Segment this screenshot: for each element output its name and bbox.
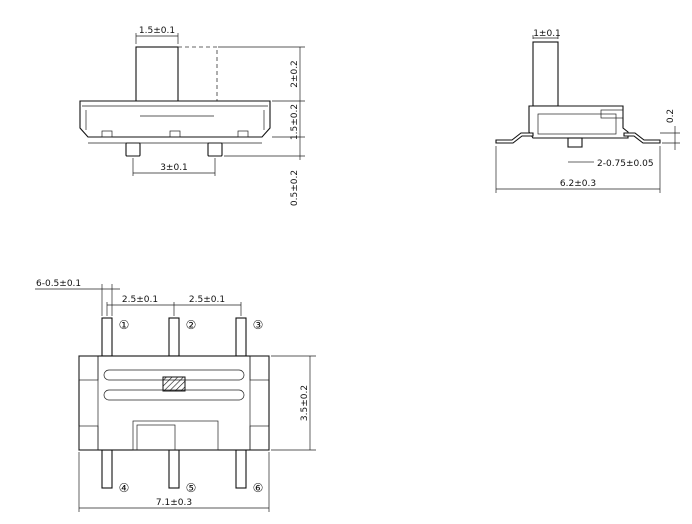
dim-side-lead-offset: 0.2	[666, 109, 676, 123]
front-tab	[101, 130, 113, 138]
pin-label-2: ②	[186, 318, 197, 332]
top-view: ① ② ③ ④ ⑤ ⑥ 6-0.5±0.1 2.5±0.1 2.5±0.1 3.…	[35, 279, 316, 512]
top-body	[78, 355, 270, 451]
dim-top-pitch-1: 2.5±0.1	[122, 295, 158, 305]
dim-side-post: 2-0.75±0.05	[597, 159, 654, 169]
dim-side-overall-width: 6.2±0.3	[560, 179, 596, 189]
side-body-cavity	[537, 113, 617, 135]
top-actuator-hatched	[162, 376, 186, 392]
top-window-inner	[136, 424, 176, 451]
top-window	[132, 420, 219, 451]
top-lead-5	[168, 449, 180, 489]
top-lead-2	[168, 317, 180, 357]
dim-front-actuator-height: 2±0.2	[290, 60, 300, 88]
front-pin-right	[207, 142, 223, 157]
dim-front-pin-pitch: 3±0.1	[160, 163, 188, 173]
dim-top-lead-width: 6-0.5±0.1	[36, 279, 81, 289]
dim-top-overall-width: 7.1±0.3	[156, 498, 192, 508]
front-tab	[237, 130, 249, 138]
side-post	[567, 137, 583, 148]
front-tab	[169, 130, 181, 138]
side-view: 1±0.1 0.2 2-0.75±0.05 6.2±0.3	[495, 29, 680, 193]
dim-top-body-height: 3.5±0.2	[300, 385, 310, 421]
dim-top-pitch-2: 2.5±0.1	[189, 295, 225, 305]
top-lead-6	[235, 449, 247, 489]
pin-label-6: ⑥	[253, 481, 264, 495]
top-lead-3	[235, 317, 247, 357]
dim-side-actuator-width: 1±0.1	[533, 29, 561, 39]
pin-label-3: ③	[253, 318, 264, 332]
dim-front-actuator-width: 1.5±0.1	[139, 26, 175, 36]
front-actuator-alt-position	[178, 46, 218, 121]
side-lead-right	[623, 132, 661, 144]
pin-label-1: ①	[119, 318, 130, 332]
dim-front-body-height: 1.5±0.2	[290, 104, 300, 140]
front-pin-left	[125, 142, 141, 157]
top-lead-1	[101, 317, 113, 357]
side-actuator	[532, 41, 559, 107]
side-lead-left	[495, 132, 534, 144]
top-lead-4	[101, 449, 113, 489]
pin-label-5: ⑤	[186, 481, 197, 495]
front-view: 1.5±0.1 2±0.2 1.5±0.2 0.5±0.2 3±0.1	[79, 26, 305, 206]
side-body-step	[600, 109, 624, 119]
pin-label-4: ④	[119, 481, 130, 495]
front-body	[79, 100, 271, 138]
dim-front-pin-length: 0.5±0.2	[290, 170, 300, 206]
side-body	[528, 105, 629, 139]
